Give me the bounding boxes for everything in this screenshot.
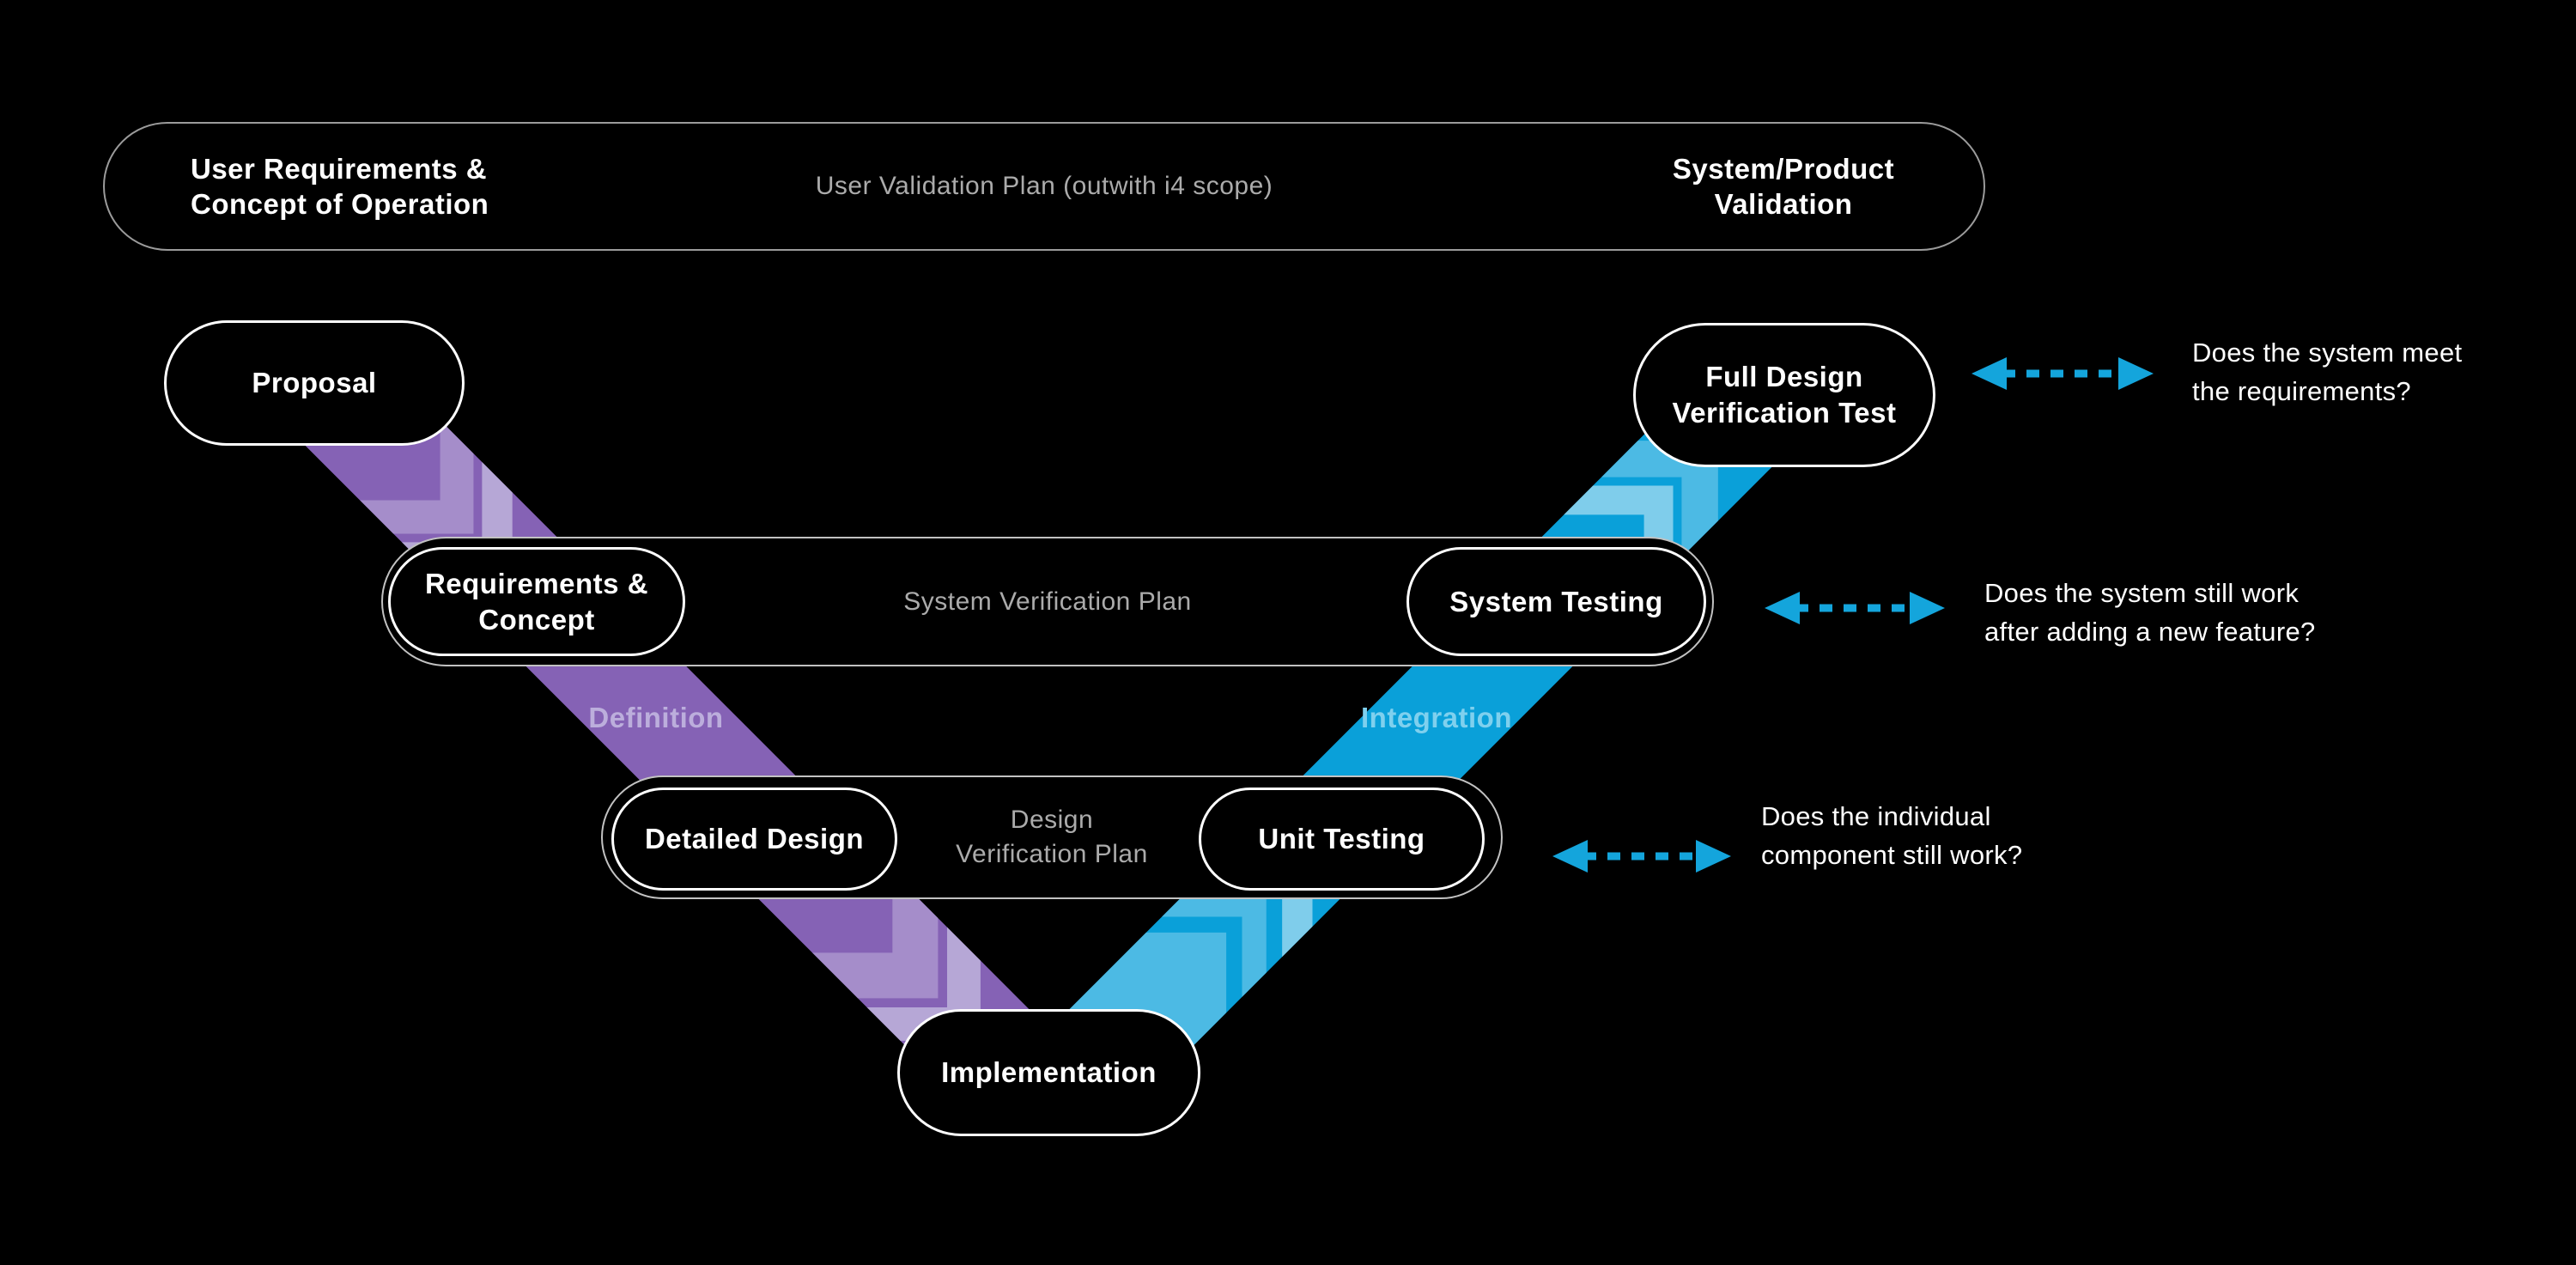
stage-pill-proposal: Proposal <box>164 320 465 446</box>
chevron-icon <box>360 420 474 534</box>
integration-phase-label: Integration <box>1361 702 1512 733</box>
system-product-validation-label: System/Product Validation <box>1672 153 1895 220</box>
stage-label: System Testing <box>1449 585 1663 617</box>
stage-pill-unit-testing: Unit Testing <box>1199 788 1485 891</box>
annotation-system-requirements: Does the system meet the requirements? <box>2192 338 2463 406</box>
user-requirements-label: User Requirements & Concept of Operation <box>191 153 489 220</box>
stage-label: Implementation <box>941 1056 1157 1088</box>
stage-pill-detailed-design: Detailed Design <box>611 788 897 891</box>
design-verification-plan-label: Design Verification Plan <box>956 806 1148 868</box>
chevron-icon <box>812 873 939 999</box>
annotation-system-still-works: Does the system still work after adding … <box>1984 578 2316 647</box>
definition-phase-label: Definition <box>588 702 724 733</box>
annotation-component-still-works: Does the individual component still work… <box>1761 801 2023 870</box>
double-arrow-icon <box>1552 840 1731 873</box>
stage-label: Requirements & Concept <box>424 567 649 636</box>
stage-pill-requirements-concept: Requirements & Concept <box>388 547 685 656</box>
stage-label: Unit Testing <box>1258 823 1425 854</box>
stage-label: Full Design Verification Test <box>1672 361 1897 429</box>
stage-pill-implementation: Implementation <box>897 1009 1200 1136</box>
system-verification-plan-label: System Verification Plan <box>903 587 1192 616</box>
double-arrow-icon <box>1971 357 2154 390</box>
chevron-icon <box>1162 892 1267 997</box>
user-validation-row <box>103 122 1985 251</box>
stage-label: Detailed Design <box>644 823 865 854</box>
user-validation-plan-label: User Validation Plan (outwith i4 scope) <box>815 172 1273 200</box>
stage-pill-full-design-verification-test: Full Design Verification Test <box>1633 323 1935 467</box>
stage-label: Proposal <box>252 367 377 398</box>
stage-pill-system-testing: System Testing <box>1406 547 1706 656</box>
double-arrow-icon <box>1765 592 1945 624</box>
chevron-icon <box>1601 441 1718 557</box>
